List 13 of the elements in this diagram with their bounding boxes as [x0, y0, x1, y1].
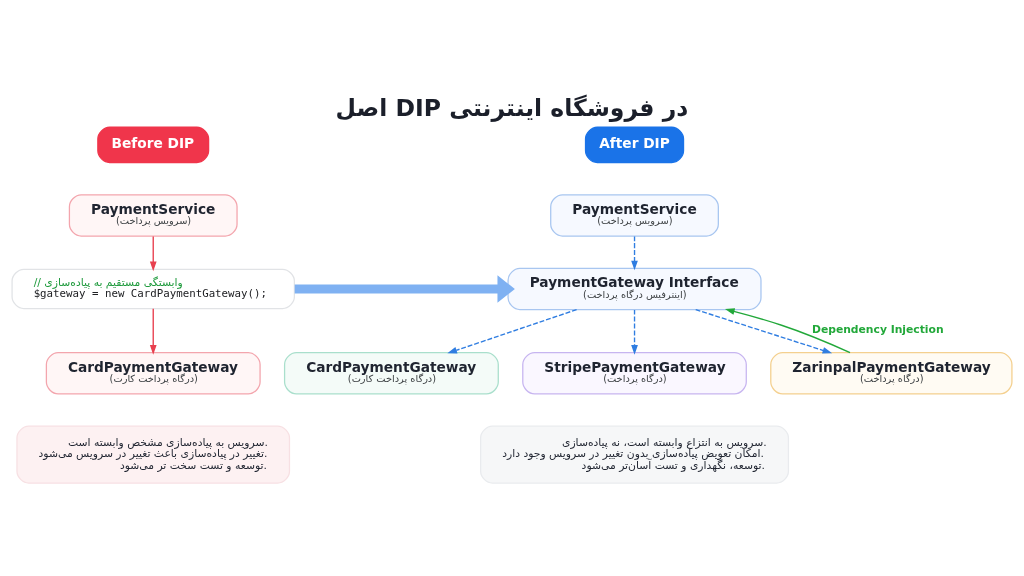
node-box: After DIP [584, 126, 685, 163]
edge-label: Dependency Injection [811, 322, 944, 336]
arrow [447, 308, 578, 353]
arrow [149, 307, 157, 355]
node-box: Before DIP [97, 126, 210, 163]
diagram-title: اصل DIP در فروشگاه اینترنتی [335, 93, 689, 122]
arrow [631, 235, 638, 270]
arrow [724, 307, 851, 353]
arrow [695, 308, 833, 354]
node-box: سرویس به پیاده‌سازی مشخص وابسته است. تغییر در پیاده‌سازی باعث تغییر در سرویس می‌شود. توسعه و تست سخت تر می‌شود. [16, 425, 291, 484]
arrow [294, 274, 515, 303]
arrow [631, 308, 638, 355]
arrow [149, 235, 157, 271]
